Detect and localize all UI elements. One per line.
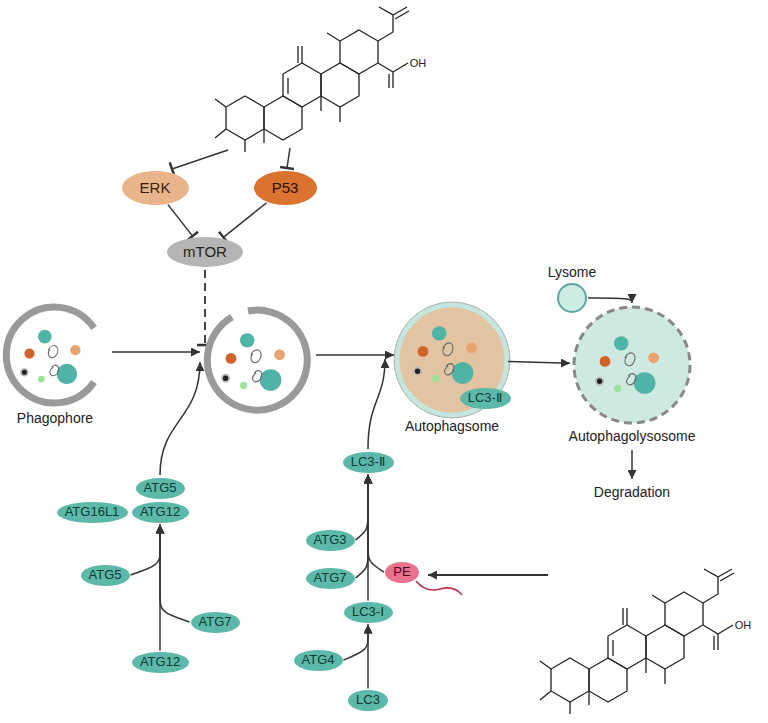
protein-label: PE bbox=[393, 565, 410, 580]
autophagosome-outline bbox=[394, 302, 510, 418]
vesicle-label: Lysome bbox=[548, 264, 597, 280]
phagophore-membrane bbox=[6, 307, 94, 403]
illustration-part bbox=[540, 569, 734, 714]
protein-ellipse: LC3-Ⅰ bbox=[344, 602, 393, 623]
protein-ellipse: LC3-Ⅱ bbox=[460, 388, 511, 409]
illustration-part bbox=[215, 7, 409, 152]
pe-tail bbox=[416, 581, 462, 595]
molecule-top bbox=[215, 7, 409, 152]
inhibition-line bbox=[287, 148, 290, 168]
lc3-arrow bbox=[368, 359, 385, 449]
protein-label: ATG12 bbox=[140, 505, 180, 520]
protein-ellipse: LC3 bbox=[348, 690, 388, 711]
illustration-part bbox=[596, 336, 659, 394]
protein-label: LC3-Ⅱ bbox=[468, 391, 503, 406]
protein-ellipse: ATG16L1 bbox=[57, 502, 128, 523]
inhibition-connector bbox=[223, 203, 266, 238]
process-connector bbox=[160, 525, 190, 623]
autophagolysosome-circle bbox=[574, 307, 690, 423]
protein-label: LC3-Ⅱ bbox=[351, 455, 386, 470]
protein-ellipse: ATG7 bbox=[191, 612, 240, 633]
degradation-arrow bbox=[631, 450, 633, 479]
protein-ellipse: ATG5 bbox=[81, 565, 130, 586]
connectors bbox=[131, 203, 633, 689]
protein-ellipse: ATG3 bbox=[306, 530, 355, 551]
vesicle-node: Lysome bbox=[557, 283, 587, 313]
vesicle-node: Phagophore bbox=[3, 303, 107, 407]
protein-ellipse: ATG7 bbox=[306, 568, 355, 589]
protein-ellipse: PE bbox=[385, 562, 419, 583]
drug-arrow bbox=[428, 574, 548, 576]
protein-ellipse: ATG5 bbox=[136, 478, 185, 499]
illustration-part bbox=[414, 326, 477, 384]
protein-ellipse: LC3-Ⅱ bbox=[343, 452, 394, 473]
closing-membrane bbox=[207, 310, 307, 410]
process-connector bbox=[356, 475, 369, 579]
protein-ellipse: ERK bbox=[122, 171, 189, 205]
protein-ellipse: ATG12 bbox=[132, 652, 189, 673]
process-connector bbox=[344, 625, 369, 661]
process-label: Degradation bbox=[594, 484, 670, 500]
protein-label: LC3-Ⅰ bbox=[352, 605, 384, 620]
protein-label: ATG4 bbox=[302, 653, 335, 668]
inhibition-line bbox=[172, 150, 228, 169]
protein-label: ATG5 bbox=[144, 481, 177, 496]
lysosome-circle bbox=[558, 284, 586, 312]
protein-label: ERK bbox=[140, 179, 171, 196]
closing-cargo bbox=[222, 333, 285, 391]
process-connector bbox=[131, 525, 161, 576]
process-connector bbox=[356, 475, 369, 541]
atom-label: OH bbox=[735, 619, 752, 632]
process-arrow bbox=[112, 351, 200, 353]
phagophore-cargo bbox=[21, 330, 81, 384]
autophagolysosome-cargo bbox=[596, 336, 659, 394]
vesicle-label: Phagophore bbox=[17, 410, 93, 426]
vesicle-label: Autophagolysosome bbox=[569, 428, 696, 444]
protein-label: ATG16L1 bbox=[65, 505, 120, 520]
atom-label: OH bbox=[410, 57, 427, 70]
protein-label: ATG7 bbox=[314, 571, 347, 586]
molecule-bottom bbox=[540, 569, 734, 714]
vesicle-node: Autophagolysosome bbox=[572, 305, 692, 425]
protein-label: LC3 bbox=[356, 693, 380, 708]
protein-ellipse: mTOR bbox=[167, 237, 243, 267]
protein-ellipse: ATG4 bbox=[294, 650, 343, 671]
dashed-inhibition bbox=[204, 270, 206, 343]
process-connector bbox=[368, 475, 384, 573]
autophagosome-cargo bbox=[414, 326, 477, 384]
complex-arrow bbox=[160, 362, 200, 475]
protein-ellipse: ATG12 bbox=[132, 502, 189, 523]
protein-label: ATG7 bbox=[199, 615, 232, 630]
protein-label: mTOR bbox=[183, 243, 227, 260]
process-arrow bbox=[316, 354, 394, 356]
vesicle-node: AutophagsomeLC3-Ⅱ bbox=[397, 305, 507, 415]
illustration-part bbox=[21, 330, 81, 384]
process-connector bbox=[588, 298, 632, 303]
protein-label: ATG5 bbox=[89, 568, 122, 583]
protein-label: ATG3 bbox=[314, 533, 347, 548]
protein-label: P53 bbox=[272, 179, 299, 196]
protein-label: ATG12 bbox=[140, 655, 180, 670]
illustration-part bbox=[222, 333, 285, 391]
inhibition-connector bbox=[168, 205, 193, 236]
protein-ellipse: P53 bbox=[254, 171, 317, 205]
process-connector bbox=[508, 362, 570, 364]
vesicle-label: Autophagsome bbox=[405, 418, 499, 434]
autophagosome-circle bbox=[397, 305, 507, 415]
